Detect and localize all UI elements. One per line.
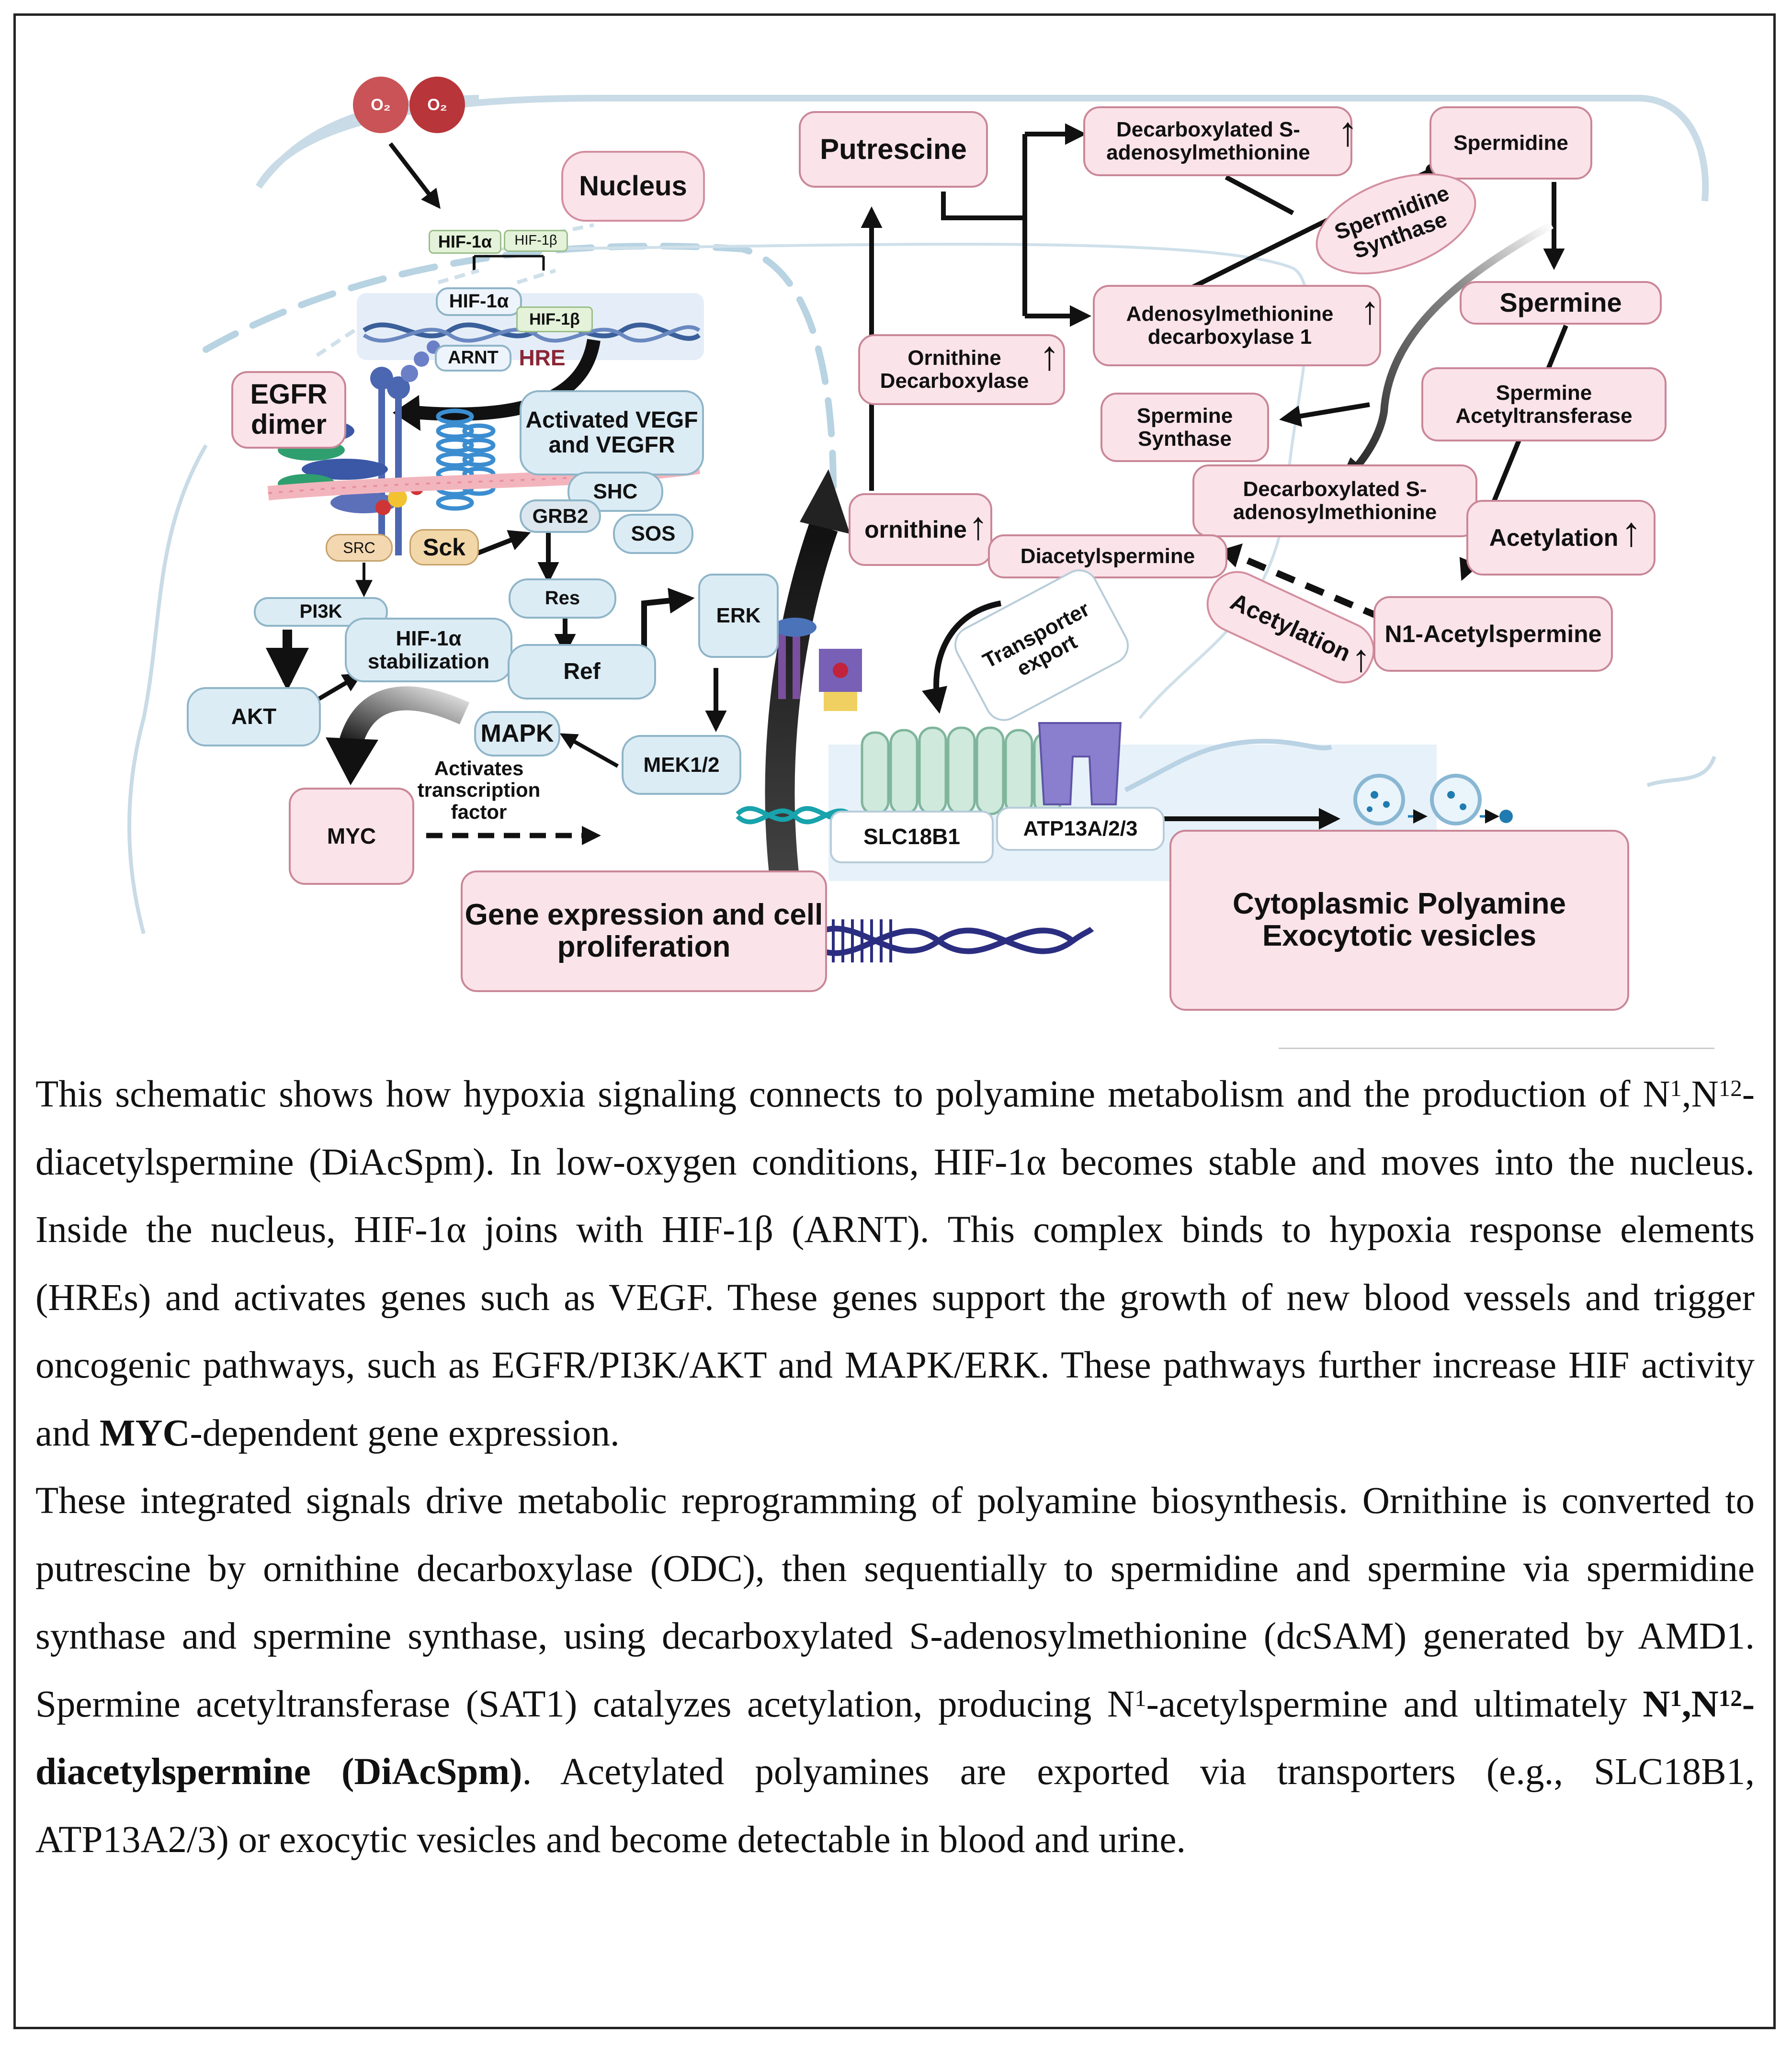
spermine-synthase-label: Spermine Synthase <box>1100 393 1269 462</box>
putrescine-label: Putrescine <box>799 111 988 188</box>
figure-caption: This schematic shows how hypoxia signali… <box>35 1061 1755 1874</box>
arnt-label: ARNT <box>435 345 511 372</box>
divider-line <box>1279 1048 1714 1049</box>
n1-acetylspermine-label: N1-Acetylspermine <box>1373 596 1613 672</box>
nucleus-label: Nucleus <box>561 151 705 222</box>
transporter-channel-art <box>861 726 1062 815</box>
hif1a-cytoplasm-label: HIF-1α <box>429 230 501 254</box>
hif1b-nuclear-label: HIF-1β <box>516 306 593 332</box>
mek12-label: MEK1/2 <box>622 735 741 795</box>
increase-arrow-acetylation-right: ↑ <box>1621 509 1642 555</box>
hif1a-nuclear-label: HIF-1α <box>436 287 522 316</box>
sos-label: SOS <box>613 514 693 554</box>
increase-arrow-ornithine: ↑ <box>968 504 988 548</box>
hre-label: HRE <box>519 345 566 371</box>
amd1-label: Adenosylmethionine decarboxylase 1 <box>1093 285 1381 366</box>
increase-arrow-dcsam-top: ↑ <box>1338 109 1358 155</box>
myc-label: MYC <box>289 788 414 885</box>
spermidine-label: Spermidine <box>1429 106 1592 180</box>
acetylation-right-label: Acetylation <box>1466 500 1656 576</box>
hif1a-stabilization-label: HIF-1α stabilization <box>345 618 512 682</box>
ornithine-decarboxylase-label: Ornithine Decarboxylase <box>858 334 1065 405</box>
res-label: Res <box>509 578 616 619</box>
activated-vegf-label: Activated VEGF and VEGFR <box>520 390 704 475</box>
ref-label: Ref <box>508 644 656 700</box>
o2-molecule-b: O₂ <box>409 77 465 133</box>
src-label: SRC <box>326 534 393 562</box>
gene-expression-label: Gene expression and cell proliferation <box>461 870 827 992</box>
diacetylspermine-label: Diacetylspermine <box>988 534 1227 578</box>
exocytotic-vesicles-label: Cytoplasmic Polyamine Exocytotic vesicle… <box>1169 830 1629 1011</box>
dcsam-mid-label: Decarboxylated S-adenosylmethionine <box>1192 464 1477 537</box>
grb2-label: GRB2 <box>520 499 601 533</box>
activates-transcription-factor-label: Activates transcription factor <box>417 757 541 823</box>
exocytotic-vesicles-art <box>1353 774 1482 825</box>
increase-arrow-amd1: ↑ <box>1360 289 1380 332</box>
hif1b-cytoplasm-label: HIF-1β <box>504 230 568 252</box>
erk-label: ERK <box>698 574 779 658</box>
sck-label: Sck <box>409 529 479 565</box>
membrane-receptor-art <box>773 618 862 711</box>
o2-molecule-a: O₂ <box>353 77 408 133</box>
hypoxia-polyamine-diagram: O₂ O₂ HIF-1α HIF-1β Nucleus HIF-1α HIF-1… <box>127 77 1716 1049</box>
spermine-acetyltransferase-label: Spermine Acetyltransferase <box>1421 367 1667 441</box>
slc18b1-label: SLC18B1 <box>830 811 994 863</box>
caption-paragraph-2: These integrated signals drive metabolic… <box>35 1480 1755 1861</box>
spermine-label: Spermine <box>1460 281 1662 325</box>
atp13a-channel-art <box>1038 722 1122 805</box>
akt-label: AKT <box>187 687 321 746</box>
atp13a-label: ATP13A/2/3 <box>996 807 1165 851</box>
dcsam-top-label: Decarboxylated S-adenosylmethionine <box>1083 106 1352 176</box>
ornithine-label: ornithine <box>849 493 992 566</box>
egfr-dimer-label: EGFR dimer <box>231 371 346 449</box>
mapk-label: MAPK <box>474 711 560 757</box>
caption-paragraph-1: This schematic shows how hypoxia signali… <box>35 1073 1755 1454</box>
increase-arrow-acetylation-tilt: ↑ <box>1351 637 1371 679</box>
increase-arrow-odc: ↑ <box>1039 333 1060 379</box>
